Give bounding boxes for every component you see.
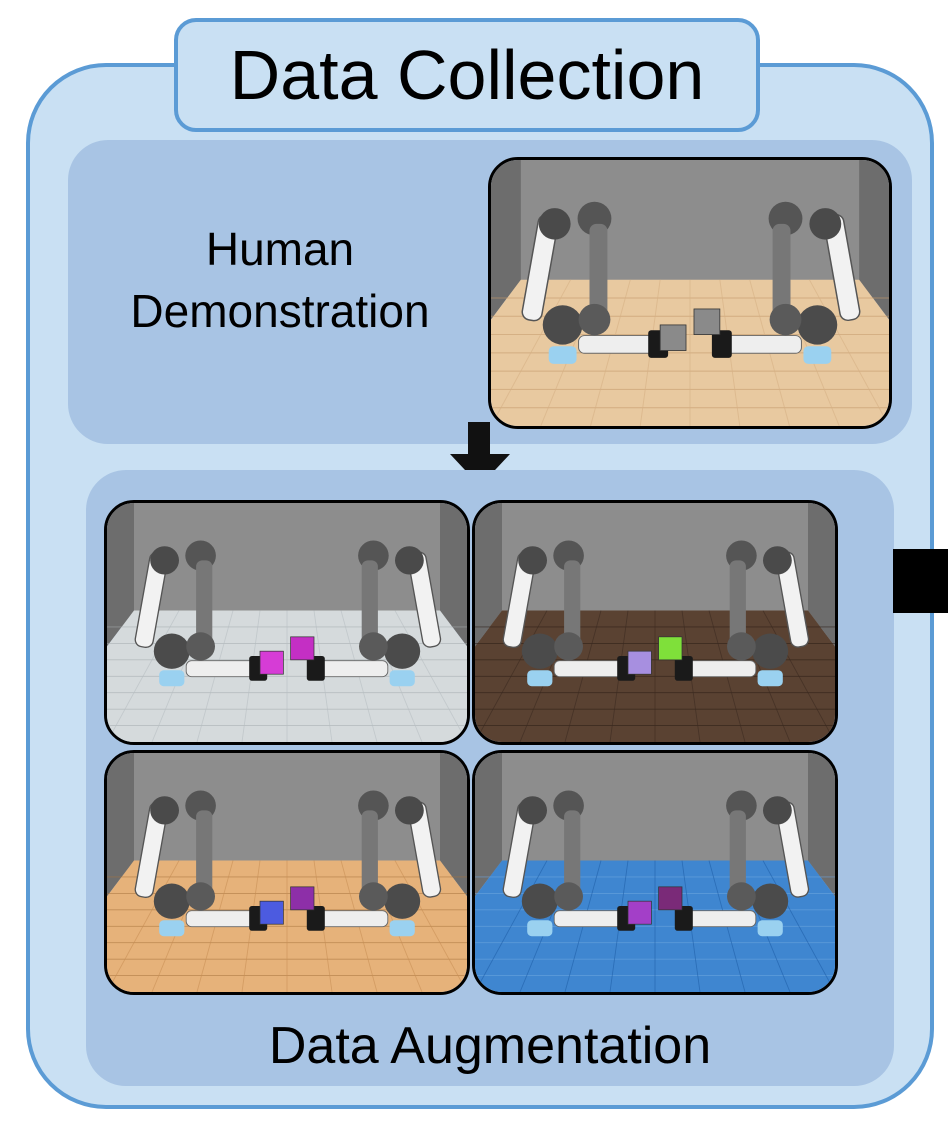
data-augmentation-label: Data Augmentation — [268, 1017, 712, 1075]
robot-scene-image — [475, 503, 835, 742]
robot-scene-image — [107, 753, 467, 992]
human-demonstration-label: Human Demonstration — [130, 223, 430, 337]
robot-scene-image — [491, 160, 889, 426]
continuation-block — [893, 549, 948, 613]
title-tab: Data Collection — [174, 18, 760, 132]
robot-scene-image — [475, 753, 835, 992]
scene-augmented-1 — [104, 500, 470, 745]
title-text: Data Collection — [229, 36, 705, 114]
scene-augmented-4 — [472, 750, 838, 995]
scene-augmented-3 — [104, 750, 470, 995]
robot-scene-image — [107, 503, 467, 742]
scene-augmented-2 — [472, 500, 838, 745]
scene-demo — [488, 157, 892, 429]
